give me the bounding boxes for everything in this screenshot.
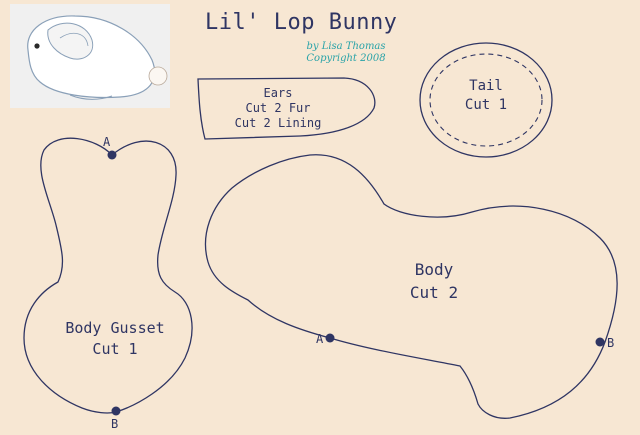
- gusset-top-dot: [107, 150, 117, 160]
- body-left-dot: [325, 333, 335, 343]
- body-label: Body Cut 2: [384, 258, 484, 304]
- ears-cut-lining: Cut 2 Lining: [234, 116, 322, 130]
- gusset-label: Body Gusset Cut 1: [50, 318, 180, 360]
- byline: by Lisa Thomas Copyright 2008: [296, 41, 396, 65]
- body-name: Body: [414, 260, 454, 279]
- tail-name: Tail: [469, 78, 503, 94]
- copyright-notice: Copyright 2008: [306, 53, 386, 64]
- tail-cut: Cut 1: [464, 97, 508, 113]
- ears-label: Ears Cut 2 Fur Cut 2 Lining: [218, 86, 338, 131]
- ears-outline: [197, 77, 376, 140]
- tail-inner: [429, 53, 543, 147]
- bunny-illustration: [10, 4, 170, 108]
- author-credit: by Lisa Thomas: [306, 41, 386, 52]
- gusset-cut: Cut 1: [92, 340, 138, 358]
- gusset-name: Body Gusset: [65, 319, 165, 337]
- body-marker-b: B: [607, 336, 615, 350]
- gusset-outline: [23, 137, 193, 414]
- pattern-title: Lil' Lop Bunny: [205, 10, 398, 35]
- ears-name: Ears: [263, 86, 293, 100]
- gusset-bottom-dot: [111, 406, 121, 416]
- gusset-marker-a: A: [103, 135, 111, 149]
- body-cut: Cut 2: [409, 283, 459, 302]
- body-outline: [204, 154, 618, 419]
- tail-outer: [419, 42, 553, 158]
- gusset-marker-b: B: [111, 417, 119, 431]
- tail-label: Tail Cut 1: [446, 77, 526, 115]
- body-marker-a: A: [316, 332, 324, 346]
- ears-cut-fur: Cut 2 Fur: [245, 101, 311, 115]
- body-right-dot: [595, 337, 605, 347]
